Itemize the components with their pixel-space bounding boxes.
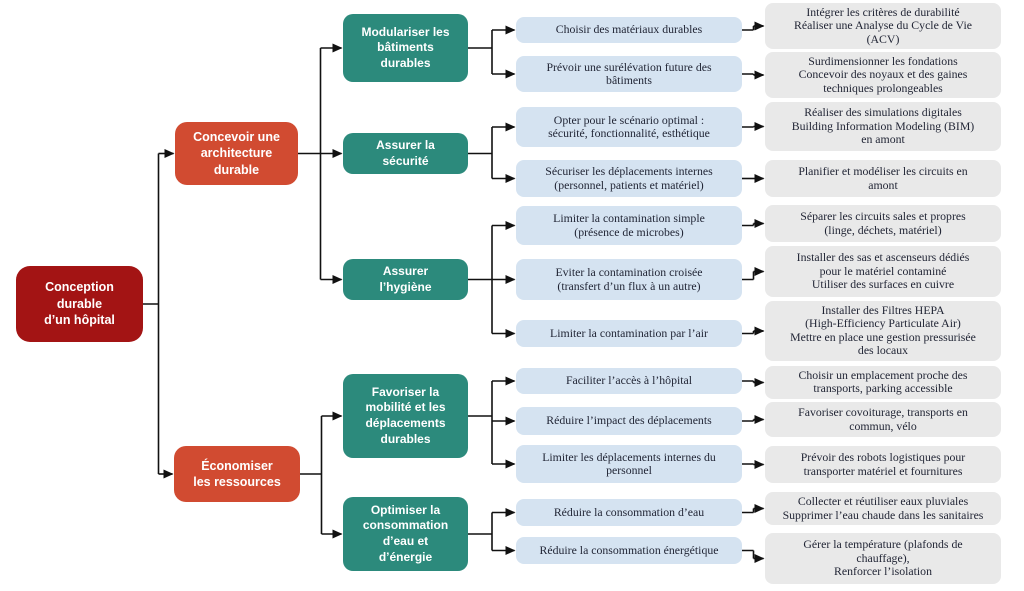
action-node: Réduire la consommation énergétique <box>516 537 742 564</box>
action-node: Eviter la contamination croisée (transfe… <box>516 259 742 300</box>
action-node: Limiter les déplacements internes du per… <box>516 445 742 483</box>
action-node: Prévoir une surélévation future des bâti… <box>516 56 742 92</box>
detail-node: Planifier et modéliser les circuits en a… <box>765 160 1001 197</box>
action-node: Sécuriser les déplacements internes (per… <box>516 160 742 197</box>
action-node: Faciliter l’accès à l’hôpital <box>516 368 742 394</box>
action-node: Limiter la contamination simple (présenc… <box>516 206 742 245</box>
detail-node: Gérer la température (plafonds de chauff… <box>765 533 1001 584</box>
detail-node: Prévoir des robots logistiques pour tran… <box>765 446 1001 483</box>
action-node: Réduire la consommation d’eau <box>516 499 742 526</box>
node-conception-durable-hopital: Conception durable d’un hôpital <box>16 266 143 342</box>
detail-node: Choisir un emplacement proche des transp… <box>765 366 1001 399</box>
detail-node: Installer des sas et ascenseurs dédiés p… <box>765 246 1001 297</box>
detail-node: Favoriser covoiturage, transports en com… <box>765 402 1001 437</box>
node-assurer-securite: Assurer la sécurité <box>343 133 468 174</box>
detail-node: Collecter et réutiliser eaux pluviales S… <box>765 492 1001 525</box>
action-node: Réduire l’impact des déplacements <box>516 407 742 435</box>
detail-node: Installer des Filtres HEPA (High-Efficie… <box>765 301 1001 361</box>
action-node: Limiter la contamination par l’air <box>516 320 742 347</box>
node-economiser-ressources: Économiser les ressources <box>174 446 300 502</box>
node-assurer-hygiene: Assurer l’hygiène <box>343 259 468 300</box>
detail-node: Intégrer les critères de durabilité Réal… <box>765 3 1001 50</box>
detail-node: Réaliser des simulations digitales Build… <box>765 102 1001 151</box>
node-favoriser-mobilite-deplacements: Favoriser la mobilité et les déplacement… <box>343 374 468 458</box>
node-concevoir-architecture-durable: Concevoir une architecture durable <box>175 122 298 185</box>
action-node: Opter pour le scénario optimal : sécurit… <box>516 107 742 147</box>
node-modulariser-batiments-durables: Modulariser les bâtiments durables <box>343 14 468 82</box>
detail-node: Surdimensionner les fondations Concevoir… <box>765 52 1001 99</box>
node-optimiser-consommation-eau-energie: Optimiser la consommation d’eau et d’éne… <box>343 497 468 571</box>
detail-node: Séparer les circuits sales et propres (l… <box>765 205 1001 242</box>
action-node: Choisir des matériaux durables <box>516 17 742 43</box>
